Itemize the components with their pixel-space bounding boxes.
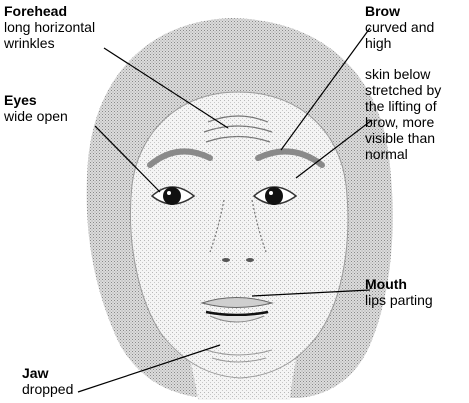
mouth-annotation: Mouth lips parting bbox=[365, 276, 433, 308]
eyes-title: Eyes bbox=[4, 92, 68, 108]
mouth-title: Mouth bbox=[365, 276, 433, 292]
face-skin bbox=[130, 92, 347, 378]
skin-desc-line-3: the lifting of bbox=[365, 98, 441, 114]
brow-desc-line-2: high bbox=[365, 35, 434, 51]
forehead-title: Forehead bbox=[4, 3, 95, 19]
brow-annotation: Brow curved and high bbox=[365, 3, 434, 51]
forehead-desc-line-2: wrinkles bbox=[4, 35, 95, 51]
forehead-desc-line-1: long horizontal bbox=[4, 19, 95, 35]
brow-desc-line-1: curved and bbox=[365, 19, 434, 35]
mouth-desc-line-1: lips parting bbox=[365, 292, 433, 308]
skin-desc-line-5: visible than bbox=[365, 130, 441, 146]
skin-desc-line-1: skin below bbox=[365, 66, 441, 82]
jaw-desc-line-1: dropped bbox=[22, 381, 73, 397]
skin-annotation: skin below stretched by the lifting of b… bbox=[365, 66, 441, 162]
skin-desc-line-4: brow, more bbox=[365, 114, 441, 130]
eyes-desc-line-1: wide open bbox=[4, 108, 68, 124]
skin-desc-line-6: normal bbox=[365, 146, 441, 162]
jaw-title: Jaw bbox=[22, 365, 73, 381]
jaw-annotation: Jaw dropped bbox=[22, 365, 73, 397]
skin-desc-line-2: stretched by bbox=[365, 82, 441, 98]
eyes-annotation: Eyes wide open bbox=[4, 92, 68, 124]
brow-title: Brow bbox=[365, 3, 434, 19]
forehead-annotation: Forehead long horizontal wrinkles bbox=[4, 3, 95, 51]
